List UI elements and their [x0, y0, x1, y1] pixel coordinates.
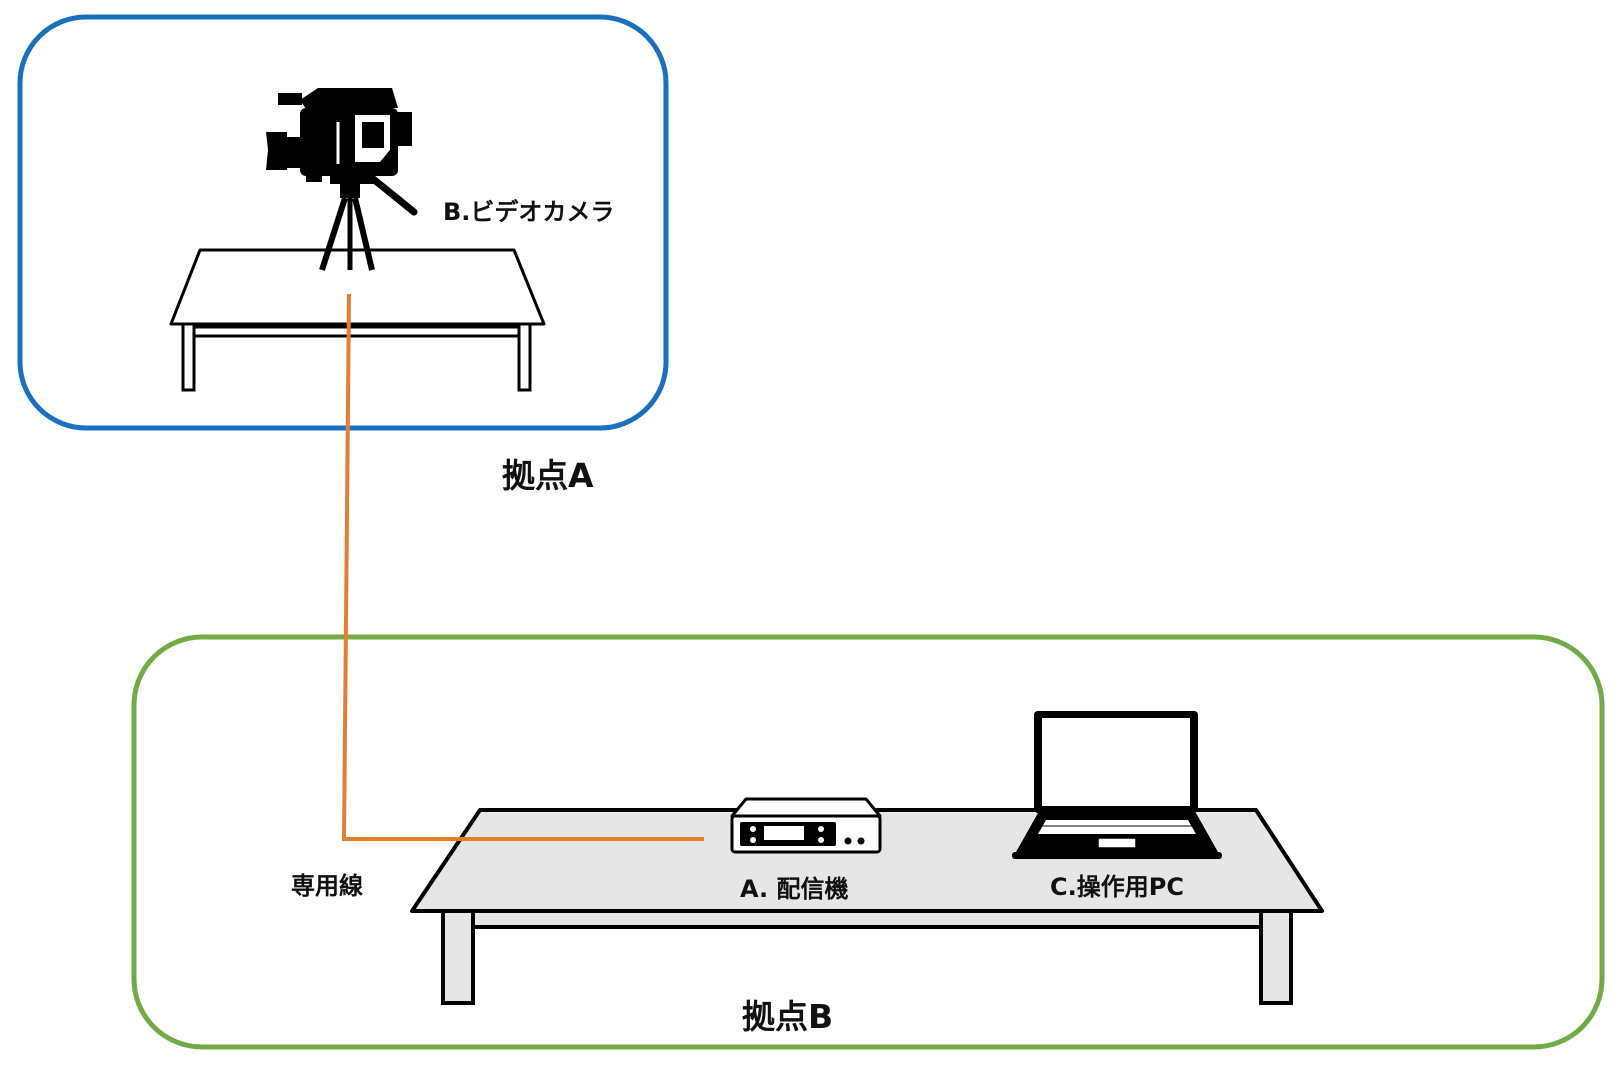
streaming-device-icon: [730, 797, 882, 854]
camera-label: B.ビデオカメラ: [443, 198, 615, 226]
video-camera-icon: [266, 88, 418, 271]
pc-label: C.操作用PC: [1050, 873, 1184, 901]
site-b-frame: [131, 634, 1605, 1050]
site-a-table: [169, 248, 546, 392]
laptop-icon: [1012, 711, 1222, 859]
distributor-label: A. 配信機: [740, 875, 849, 903]
dedicated-line-label: 専用線: [291, 872, 363, 900]
site-b-label: 拠点B: [742, 997, 834, 1036]
site-a-frame: [17, 14, 669, 431]
site-a-label: 拠点A: [502, 456, 594, 495]
dedicated-line: [341, 293, 704, 841]
